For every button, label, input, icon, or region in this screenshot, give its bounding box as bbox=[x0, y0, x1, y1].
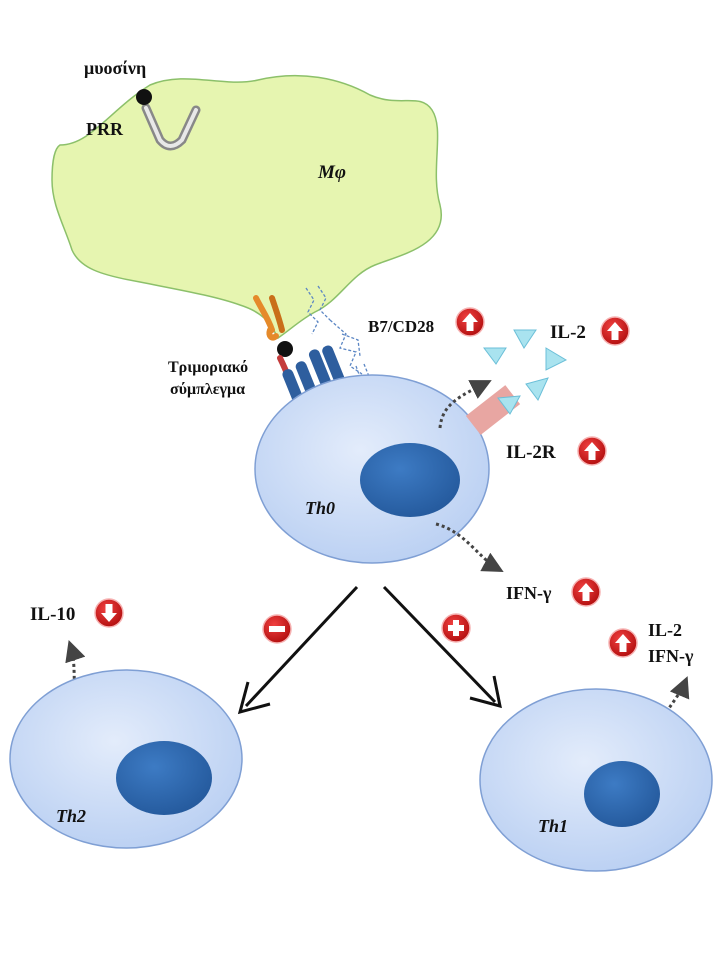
ifng-label: IFN-γ bbox=[506, 583, 552, 603]
macrophage-cell bbox=[51, 74, 443, 340]
prr-receptor-icon bbox=[141, 103, 201, 151]
th1-il2-label: IL-2 bbox=[648, 620, 682, 640]
il10-down-indicator-icon bbox=[94, 598, 124, 628]
th1-label: Th1 bbox=[538, 816, 568, 836]
th1-cytokines-up-indicator-icon bbox=[608, 628, 638, 658]
th0-label: Th0 bbox=[305, 498, 335, 518]
myosin-ligand-icon bbox=[136, 89, 152, 105]
prr-label: PRR bbox=[86, 119, 124, 139]
il2-secretion-arrow bbox=[438, 380, 492, 429]
il2-cytokine-icons bbox=[483, 329, 568, 415]
th1-differentiation-arrow bbox=[382, 585, 502, 709]
th2-nucleus bbox=[116, 741, 212, 815]
myosin-label: μυοσίνη bbox=[84, 58, 146, 78]
il2r-up-indicator-icon bbox=[577, 436, 607, 466]
ifng-up-indicator-icon bbox=[571, 577, 601, 607]
macrophage-label: Mφ bbox=[317, 162, 346, 183]
trimolecular-complex-label-line1: Τριμοριακό bbox=[168, 359, 248, 376]
b7cd28-up-indicator-icon bbox=[455, 307, 485, 337]
th1-ifng-label: IFN-γ bbox=[648, 646, 694, 666]
antigen-peptide-icon bbox=[277, 341, 293, 357]
ifng-secretion-arrow bbox=[435, 522, 504, 573]
il2-label: IL-2 bbox=[550, 322, 586, 343]
th1-nucleus bbox=[584, 761, 660, 827]
th0-nucleus bbox=[360, 443, 460, 517]
mhc-molecule-icon bbox=[253, 295, 285, 341]
th2-label: Th2 bbox=[56, 806, 86, 826]
b7cd28-label: B7/CD28 bbox=[368, 317, 434, 336]
il10-label: IL-10 bbox=[30, 604, 75, 625]
th2-minus-indicator-icon bbox=[262, 614, 292, 644]
trimolecular-complex-label-line2: σύμπλεγμα bbox=[170, 381, 245, 398]
il10-secretion-arrow bbox=[65, 640, 86, 709]
th2-differentiation-arrow bbox=[237, 585, 359, 715]
il2-up-indicator-icon bbox=[600, 316, 630, 346]
th1-plus-indicator-icon bbox=[441, 613, 471, 643]
il2r-label: IL-2R bbox=[506, 442, 556, 463]
